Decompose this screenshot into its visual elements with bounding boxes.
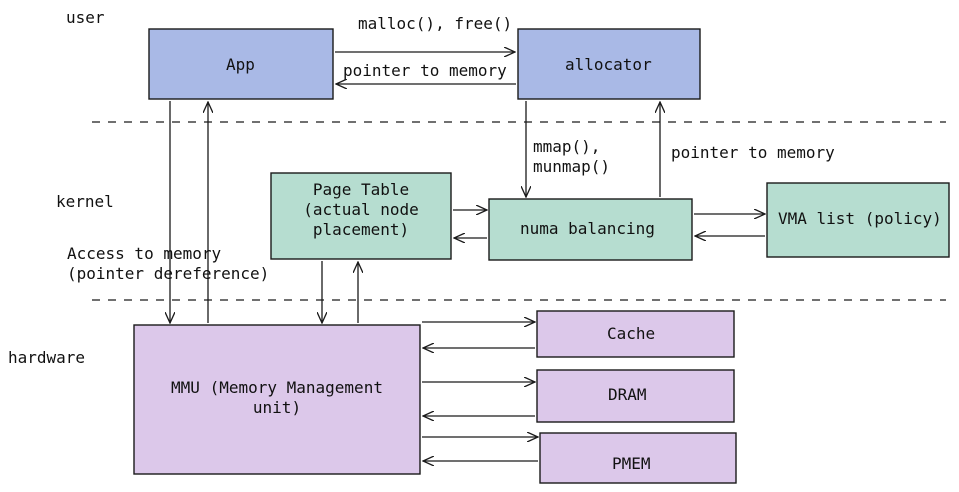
- mmap-label: mmap(), munmap(): [533, 137, 610, 177]
- page-table-box: [270, 172, 452, 260]
- hardware-layer-label: hardware: [8, 348, 86, 367]
- dram-box: [536, 369, 735, 423]
- kernel-layer-label: kernel: [56, 192, 114, 211]
- mmap-label-line1: mmap(),: [533, 137, 601, 156]
- app-box: [148, 28, 334, 100]
- malloc-free-label: malloc(), free(): [358, 14, 513, 33]
- pmem-label: PMEM: [612, 454, 651, 473]
- access-label-line1: Access to memory: [67, 244, 222, 263]
- numa-balancing-box: [488, 198, 693, 261]
- user-layer-label: user: [66, 8, 105, 27]
- page-table-label: Page Table (actual node placement): [271, 180, 451, 240]
- pointer-to-memory-user-label: pointer to memory: [343, 61, 507, 80]
- mmu-label-line1: MMU (Memory Management: [171, 378, 383, 397]
- vma-list-label: VMA list (policy): [778, 209, 942, 228]
- app-label: App: [226, 55, 255, 74]
- numa-balancing-label: numa balancing: [520, 219, 655, 238]
- allocator-label: allocator: [565, 55, 652, 74]
- page-table-label-line2: (actual node: [303, 200, 419, 219]
- mmu-label-line2: unit): [252, 398, 302, 417]
- access-to-memory-label: Access to memory (pointer dereference): [67, 244, 269, 284]
- pointer-to-memory-kernel-label: pointer to memory: [671, 143, 835, 162]
- allocator-box: [517, 28, 701, 100]
- mmap-label-line2: munmap(): [533, 157, 611, 176]
- pmem-box: [539, 432, 737, 484]
- page-table-label-line1: Page Table: [312, 180, 410, 199]
- cache-label: Cache: [607, 324, 656, 343]
- dram-label: DRAM: [608, 385, 647, 404]
- mmu-label: MMU (Memory Management unit): [134, 378, 420, 418]
- access-label-line2: (pointer dereference): [67, 264, 270, 283]
- vma-list-box: [766, 182, 950, 258]
- mmu-box: [133, 324, 421, 475]
- cache-box: [536, 310, 735, 358]
- page-table-label-line3: placement): [312, 220, 410, 239]
